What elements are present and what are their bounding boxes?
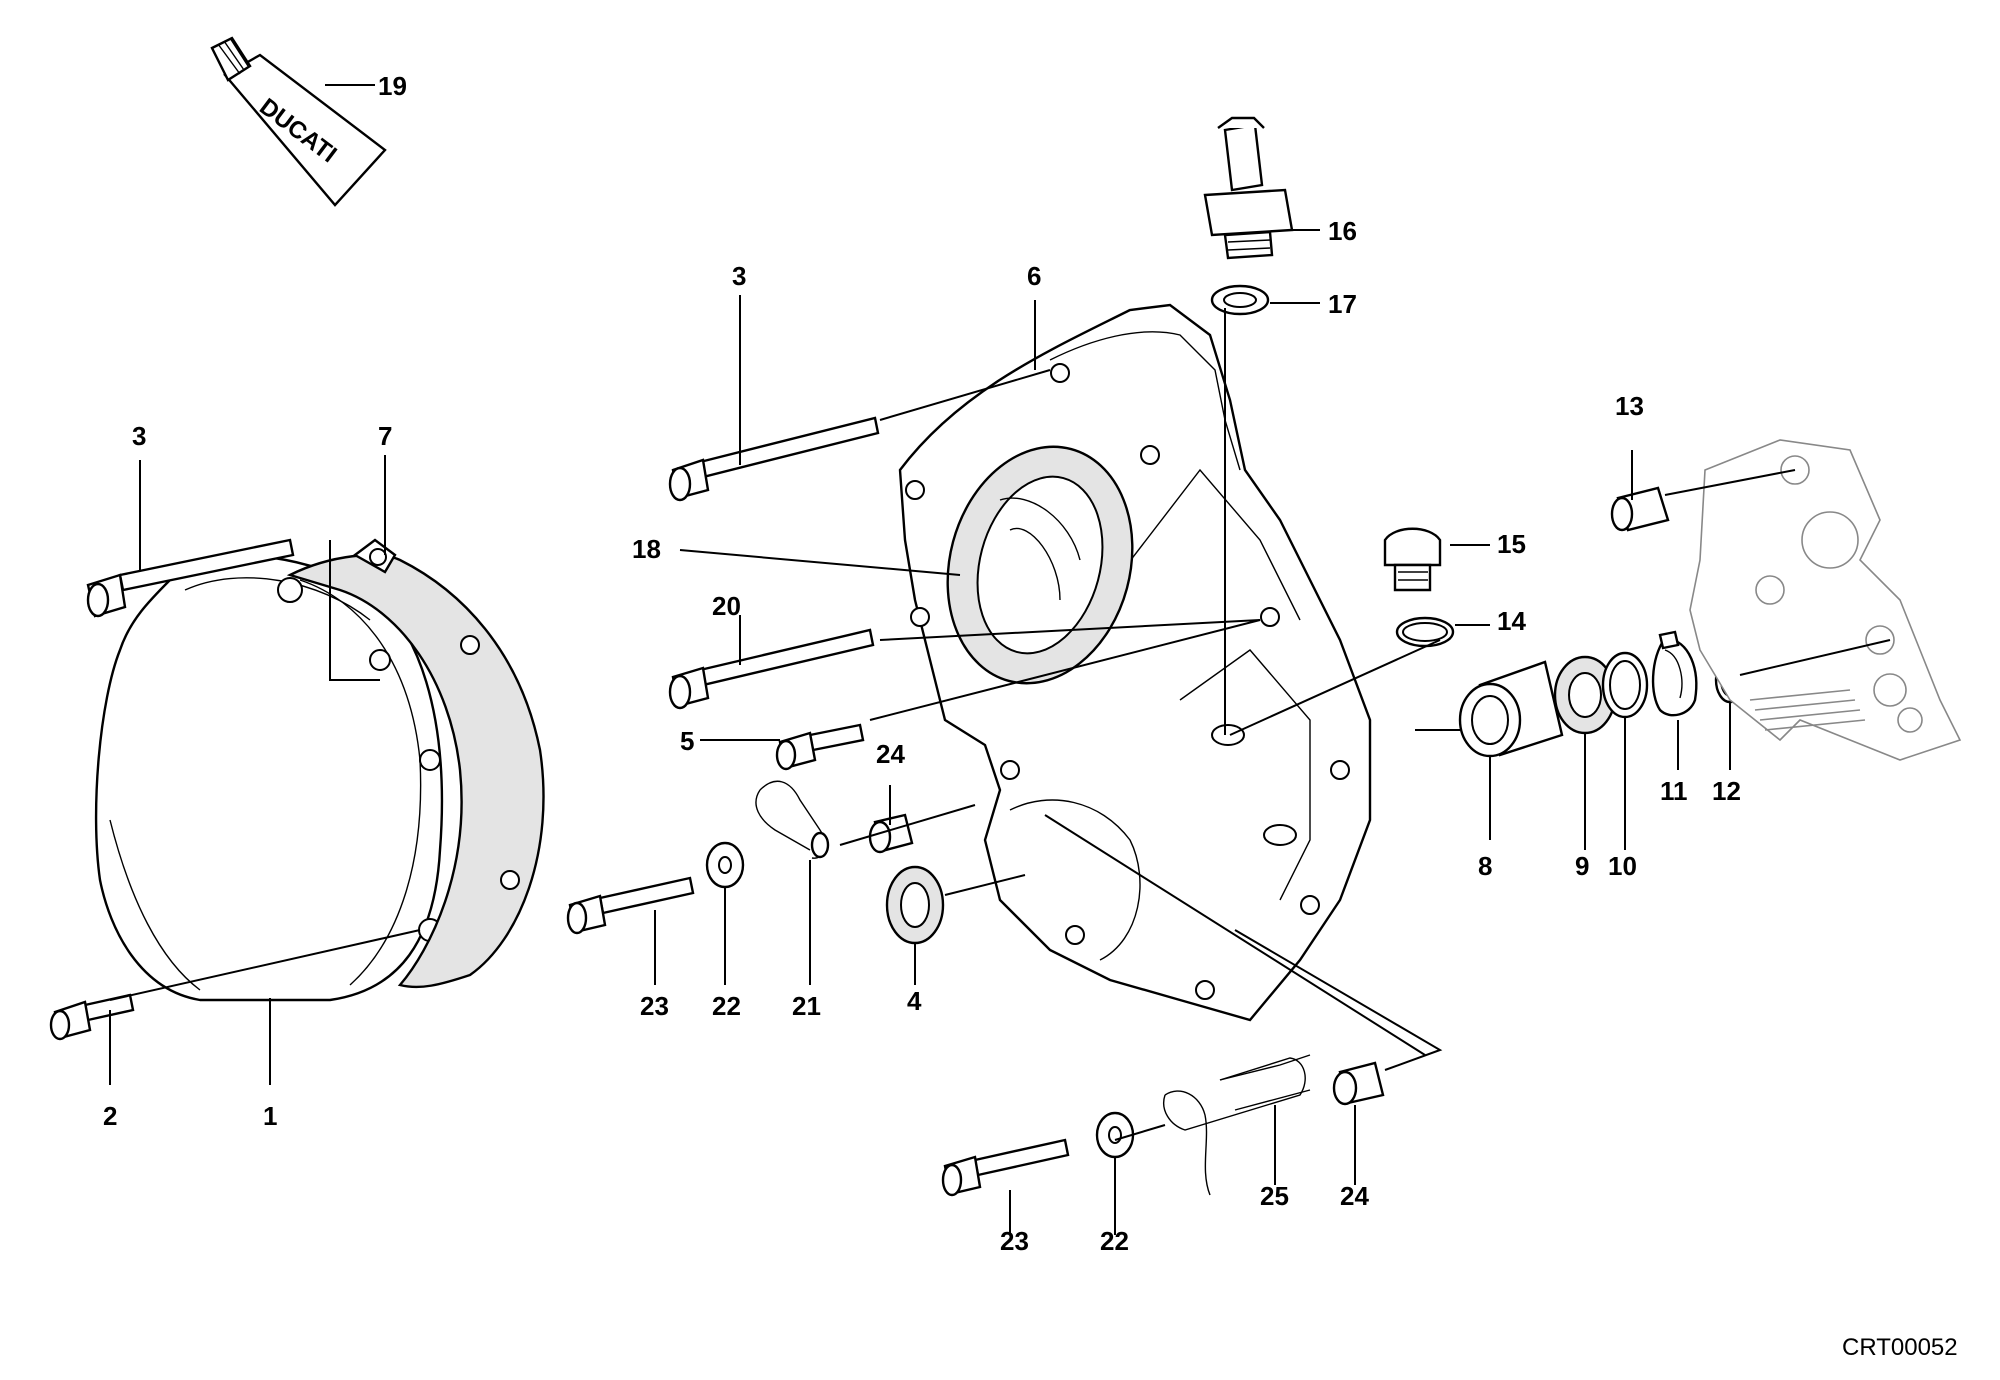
callout-17: 17 (1328, 289, 1357, 319)
engine-casing-fragment (1689, 439, 1962, 761)
callout-11: 11 (1660, 776, 1688, 806)
callout-14: 14 (1497, 606, 1526, 636)
o-ring-part-14 (1395, 616, 1455, 648)
callout-22-upper: 22 (712, 991, 741, 1021)
sealant-tube-part-19: DUCATI (210, 36, 387, 207)
callout-10: 10 (1608, 851, 1637, 881)
callout-19: 19 (378, 71, 407, 101)
bolt-part-5 (775, 723, 865, 771)
callout-5: 5 (680, 726, 694, 756)
callout-3-top: 3 (732, 261, 746, 291)
seal-part-4 (885, 865, 945, 945)
callout-24-upper: 24 (876, 739, 905, 769)
callout-20: 20 (712, 591, 741, 621)
washer-part-10 (1601, 651, 1649, 719)
washer-part-22-lower (1095, 1111, 1135, 1159)
bolt-part-2 (49, 993, 135, 1041)
crankcase-cover-part-6 (898, 303, 1372, 1022)
bolt-part-3-left (86, 538, 295, 618)
drawing-code: CRT00052 (1842, 1334, 1958, 1361)
callout-23-lower: 23 (1000, 1226, 1029, 1256)
sensor-part-16 (1203, 116, 1294, 260)
callout-2: 2 (103, 1101, 117, 1131)
plug-part-15 (1383, 527, 1442, 592)
callout-25: 25 (1260, 1181, 1289, 1211)
circlip-part-11 (1651, 630, 1698, 717)
washer-part-17 (1210, 284, 1270, 316)
clip-part-25 (1163, 1054, 1311, 1196)
callout-16: 16 (1328, 216, 1357, 246)
bolt-part-23-upper (566, 876, 695, 935)
callout-18: 18 (632, 534, 661, 564)
bush-part-24-lower (1332, 1061, 1385, 1106)
callout-13: 13 (1615, 391, 1644, 421)
bolt-part-3-top (668, 416, 880, 502)
callout-24-lower: 24 (1340, 1181, 1369, 1211)
bolt-part-20 (668, 628, 875, 710)
bush-part-24-upper (868, 813, 914, 854)
callout-8: 8 (1478, 851, 1492, 881)
callout-21: 21 (792, 991, 821, 1021)
callout-15: 15 (1497, 529, 1526, 559)
clutch-cover-part-1 (94, 554, 444, 1002)
callout-labels: 1 2 3 3 4 5 6 7 8 9 10 11 12 13 14 15 16… (103, 71, 1741, 1256)
washer-part-22-upper (705, 841, 745, 889)
callout-1: 1 (263, 1101, 277, 1131)
leader-lines (109, 84, 1891, 1235)
callout-3-left: 3 (132, 421, 146, 451)
callout-6: 6 (1027, 261, 1041, 291)
callout-4: 4 (907, 986, 922, 1016)
callout-12: 12 (1712, 776, 1741, 806)
callout-22-lower: 22 (1100, 1226, 1129, 1256)
callout-23-upper: 23 (640, 991, 669, 1021)
callout-7: 7 (378, 421, 392, 451)
bolt-part-23-lower (941, 1138, 1070, 1197)
callout-9: 9 (1575, 851, 1589, 881)
bush-part-8 (1458, 660, 1564, 758)
clip-part-21 (755, 780, 830, 859)
bush-part-13 (1610, 486, 1670, 532)
